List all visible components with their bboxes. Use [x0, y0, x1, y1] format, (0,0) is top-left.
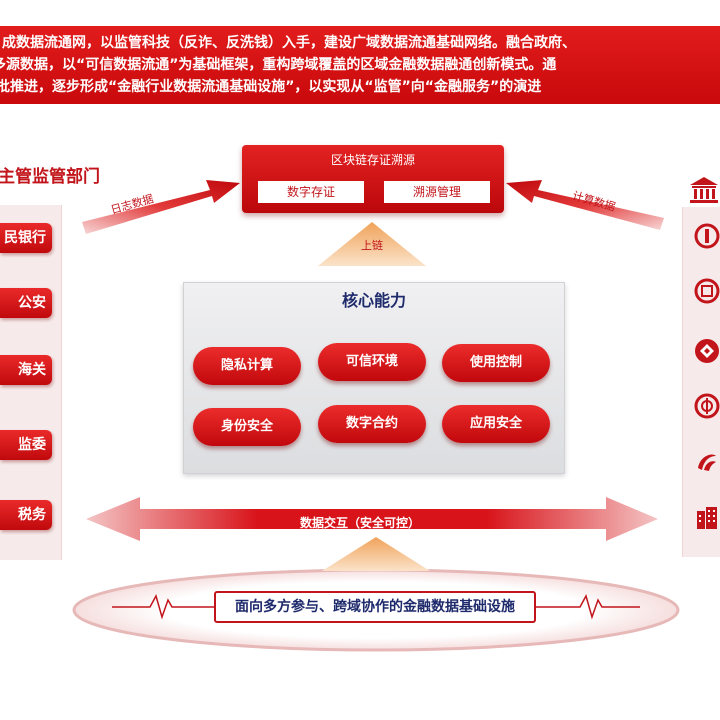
- regulator-item-central-bank: 民银行: [0, 223, 52, 253]
- bank-logo-2-icon: [694, 278, 720, 304]
- up-chain-arrow: [318, 222, 426, 266]
- regulator-item-supervision: 监委: [0, 430, 52, 460]
- regulator-item-customs: 海关: [0, 355, 52, 385]
- traceability-management-label: 溯源管理: [384, 181, 490, 203]
- data-exchange-arrow: [86, 497, 658, 541]
- banner-line-2: 多源数据，以“可信数据流通”为基础框架，重构跨域覆盖的区域金融数据融通创新模式。…: [0, 57, 557, 73]
- intro-banner: 成数据流通网，以监管科技（反诈、反洗钱）入手，建设广域数据流通基础网络。融合政府…: [0, 26, 720, 104]
- digital-contract-item: 数字合约: [318, 405, 426, 443]
- core-capability-title: 核心能力: [341, 291, 406, 310]
- bank-logo-5-icon: [698, 454, 716, 471]
- bank-logo-4-icon: [694, 393, 720, 419]
- privacy-computing-item: 隐私计算: [193, 347, 301, 385]
- up-chain-label: 上链: [361, 239, 383, 252]
- banner-line-3: 批推进，逐步形成“金融行业数据流通基础设施”，以实现从“监管”向“金融服务”的演…: [0, 79, 542, 95]
- infrastructure-label: 面向多方参与、跨域协作的金融数据基础设施: [214, 591, 536, 623]
- office-building-icon: [697, 507, 717, 529]
- banner-line-1: 成数据流通网，以监管科技（反诈、反洗钱）入手，建设广域数据流通基础网络。融合政府…: [2, 35, 576, 51]
- data-exchange-label: 数据交互（安全可控）: [299, 516, 420, 530]
- digital-evidence-label: 数字存证: [258, 181, 364, 203]
- identity-security-item: 身份安全: [193, 408, 301, 446]
- bank-logo-3-icon: [695, 339, 719, 363]
- regulator-item-tax: 税务: [0, 500, 52, 530]
- regulator-item-police: 公安: [0, 288, 52, 318]
- blockchain-evidence-box: 区块链存证溯源 数字存证 溯源管理: [242, 145, 504, 213]
- bank-logo-1-icon: [694, 223, 720, 249]
- bank-building-icon: [690, 177, 718, 203]
- financial-institution-panel: [682, 207, 720, 557]
- blockchain-title: 区块链存证溯源: [330, 153, 415, 167]
- regulator-panel-title: 主管监管部门: [0, 167, 100, 187]
- application-security-item: 应用安全: [442, 405, 550, 443]
- trusted-environment-item: 可信环境: [318, 343, 426, 381]
- compute-data-arrow: [506, 180, 664, 230]
- usage-control-item: 使用控制: [442, 344, 550, 382]
- log-data-arrow: [82, 180, 240, 234]
